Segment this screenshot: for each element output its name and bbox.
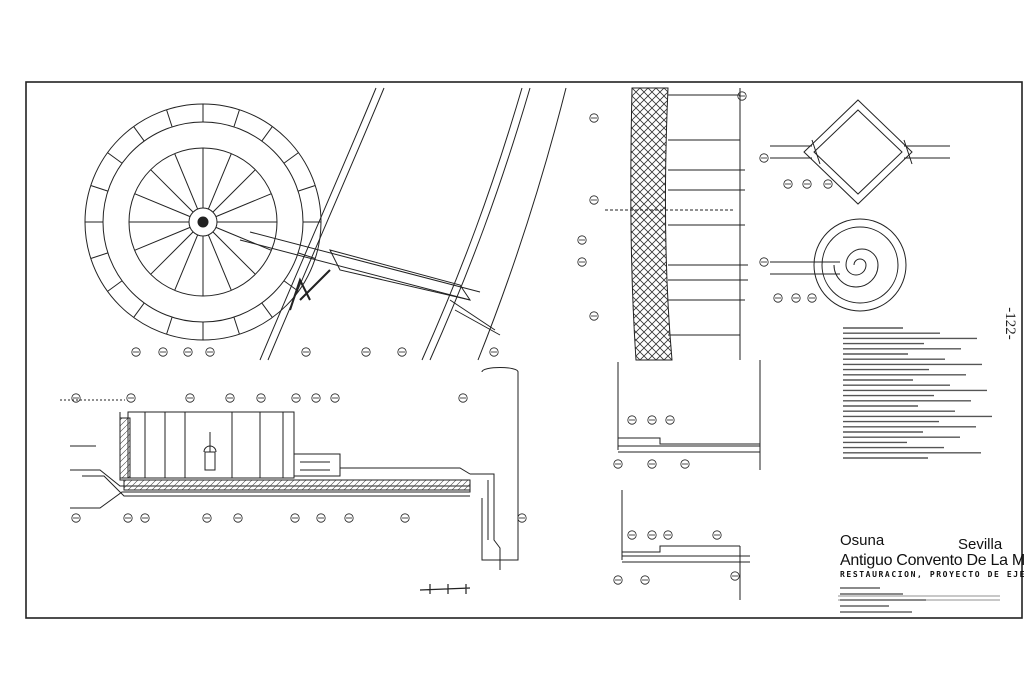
spoke-line [212, 231, 256, 275]
ring-segment-line [297, 185, 316, 192]
spoke-line [207, 153, 232, 210]
ring-segment-line [133, 302, 145, 318]
ring-segment-line [166, 109, 173, 128]
ring-segment-line [107, 152, 123, 164]
spoke-line [207, 234, 232, 291]
sheet-frame [25, 81, 1023, 619]
project-title: Antiguo Convento De La Merced [840, 552, 1024, 569]
wall-hatch-detail [605, 87, 748, 361]
spoke-line [174, 234, 199, 291]
notes-legend [843, 327, 992, 459]
spoke-line [150, 231, 194, 275]
spoke-line [215, 226, 272, 251]
longitudinal-section [60, 367, 519, 570]
project-subtitle: RESTAURACION, PROYECTO DE EJECUCION [840, 570, 1024, 579]
ring-segment-line [261, 302, 273, 318]
spoke-line [215, 193, 272, 218]
spoke-line [134, 193, 191, 218]
square-chamber-plan [770, 99, 950, 205]
ring-segment-line [90, 252, 109, 259]
ring-segment-line [90, 185, 109, 192]
scale-bar [419, 584, 471, 594]
ring-segment-line [261, 126, 273, 142]
title-block-lines [838, 587, 1000, 613]
spoke-line [174, 153, 199, 210]
circular-tank-plan [84, 103, 322, 341]
ring-segment-line [107, 280, 123, 292]
ring-segment-line [297, 252, 316, 259]
ring-segment-line [133, 126, 145, 142]
ring-segment-line [233, 109, 240, 128]
curved-wall-section [239, 87, 567, 361]
callouts-top-left [71, 91, 833, 585]
detail-section-2 [621, 490, 750, 600]
ring-segment-line [283, 152, 299, 164]
spoke-line [212, 169, 256, 213]
detail-section-1 [617, 360, 761, 470]
spoke-line [134, 226, 191, 251]
spoke-line [150, 169, 194, 213]
location-label: Osuna [840, 532, 885, 549]
ring-segment-line [233, 316, 240, 335]
spiral-stair-plan [770, 218, 907, 312]
ring-segment-line [166, 316, 173, 335]
page-number: -122- [1001, 307, 1018, 340]
city-label: Sevilla [958, 536, 1003, 553]
